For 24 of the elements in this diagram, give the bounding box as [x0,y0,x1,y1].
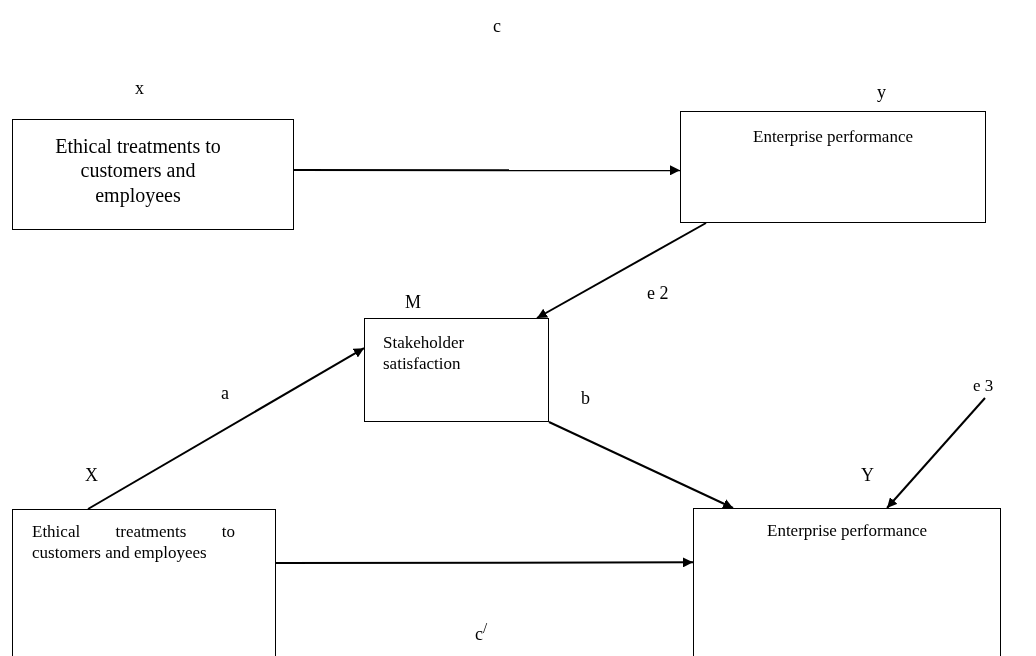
box-text: Enterprise performance [752,127,914,148]
variable-box [693,508,1001,656]
error-term-label: e 3 [973,376,1013,398]
box-text: Stakeholder satisfaction [383,333,466,375]
arrow [87,347,365,510]
variable-box [12,509,276,656]
variable-box [680,111,986,223]
box-text: Ethical treatments to customers and employees [32,522,235,564]
variable-box [364,318,549,422]
box-text: Enterprise performance [766,521,928,542]
arrow [293,165,681,176]
variable-letter: y [877,82,886,103]
path-label: c [493,16,501,37]
variable-letter: x [135,78,144,99]
variable-box [12,119,294,230]
arrow [886,397,986,509]
variable-letter: Y [861,465,874,486]
arrow [548,421,735,509]
arrow [275,557,694,568]
variable-letter: X [85,465,98,486]
box-text: Ethical treatments to customers and employees [54,134,222,208]
error-term-label: e 2 [647,283,669,304]
arrow [536,222,707,319]
variable-letter: M [405,292,421,313]
